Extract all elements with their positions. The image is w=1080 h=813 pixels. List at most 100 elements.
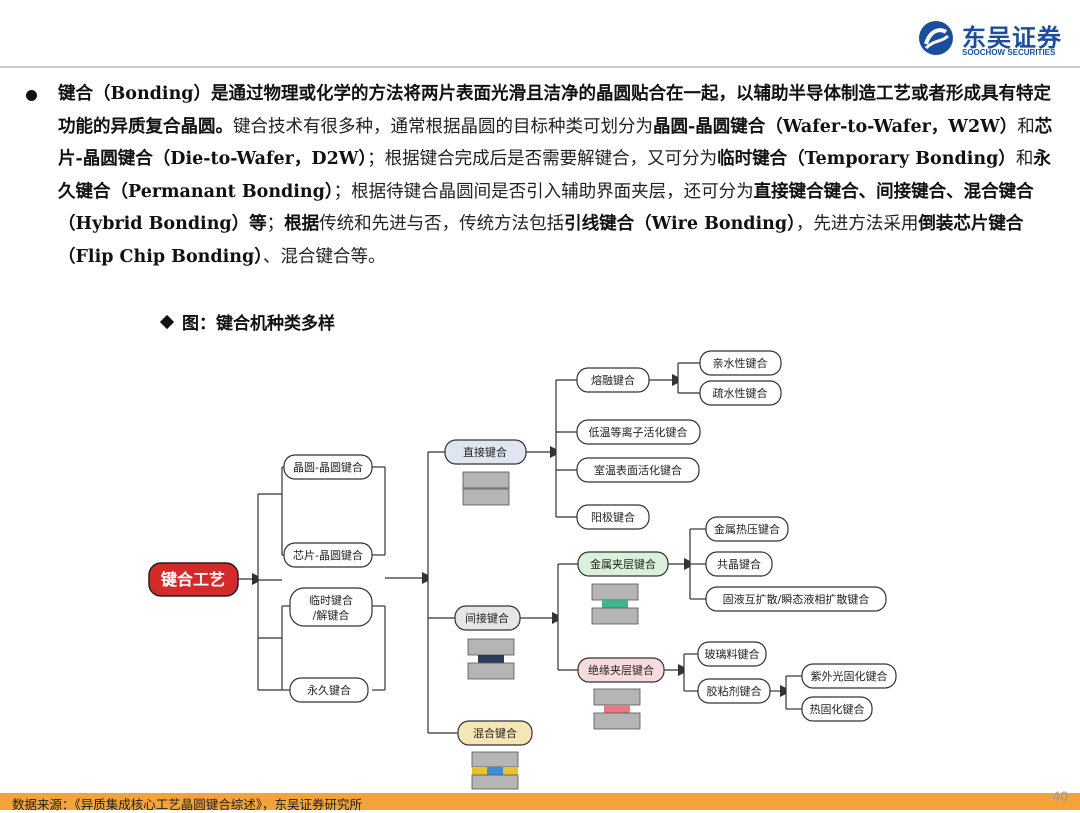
paragraph-segment: ； [266,214,285,235]
node-anodic [576,504,650,530]
arrowheads [252,374,786,697]
node-metal-layer-label: 金属夹层键合 [590,557,656,571]
paragraph-segment: ，先进方法采用 [795,214,919,235]
paragraph-segment: ；根据键合完成后是否需要解键合，又可分为 [367,149,718,170]
wafer-metal-top [591,583,639,601]
node-eutectic-label: 共晶键合 [717,557,761,571]
node-permanent [289,677,369,703]
wafer-direct-top [462,471,510,489]
wafer-insulator-bottom [593,712,641,730]
paragraph-segment: 传统和先进与否，传统方法包括 [319,214,565,235]
node-hydrophobic [699,380,782,406]
root-node-label: 键合工艺 [160,570,225,589]
layer-hybrid-yellow-right [503,767,518,775]
layer-insulator [604,705,630,713]
node-hybrid [457,720,533,746]
node-hydrophobic-label: 疏水性键合 [713,386,768,400]
node-uv-cure-label: 紫外光固化键合 [811,669,888,683]
wafer-hybrid-bottom [471,774,519,790]
bullet-icon [26,90,37,101]
fusion-children-nodes: 亲水性键合 疏水性键合 [699,350,782,406]
paragraph-segment: 键合技术有很多种，通常根据晶圆的目标种类可划分为 [233,116,653,137]
paragraph-segment: 晶圆-晶圆键合（Wafer-to-Wafer，W2W） [653,116,1018,137]
node-insulator-layer [577,657,665,683]
brand-name-cn: 东吴证券 [962,24,1062,52]
mid-column-nodes: 直接键合 间接键合 混合键合 [444,439,533,790]
node-temporary-label-1: 临时键合 [309,593,353,607]
node-plasma-label: 低温等离子活化键合 [589,425,688,439]
node-fusion-label: 熔融键合 [591,373,635,387]
layer-hybrid-yellow-left [472,767,487,775]
layer-indirect [478,655,504,663]
node-permanent-label: 永久键合 [307,683,351,697]
footer-source: 数据来源：《异质集成核心工艺晶圆键合综述》，东吴证券研究所 [12,797,363,812]
metal-children-nodes: 金属热压键合 共晶键合 固液互扩散/瞬态液相扩散键合 [705,516,887,612]
body-paragraph: 键合（Bonding）是通过物理或化学的方法将两片表面光滑且洁净的晶圆贴合在一起… [58,78,1058,274]
node-adhesive-label: 胶粘剂键合 [707,684,762,698]
node-fusion [576,367,650,393]
node-temporary-label-2: /解键合 [313,608,350,622]
node-plasma [576,419,701,445]
paragraph-segment: 永久键合（Permanant Bonding） [58,149,1051,202]
paragraph-segment: 直接键合键合、间接键合、混合键合（Hybrid Bonding）等 [58,181,1034,235]
node-direct-label: 直接键合 [463,445,507,459]
node-sab [576,457,700,483]
wafer-metal-bottom [591,607,639,625]
node-thermal-cure-label: 热固化键合 [810,702,865,716]
node-direct [444,439,527,465]
node-glass-frit-label: 玻璃料键合 [705,647,760,661]
node-indirect-label: 间接键合 [465,611,509,625]
soochow-logo-icon [919,21,953,55]
node-indirect [454,605,521,631]
brand-name-en: SOOCHOW SECURITIES [962,48,1056,57]
node-thermocompression-label: 金属热压键合 [714,522,780,536]
left-column-nodes: 晶圆-晶圆键合 芯片-晶圆键合 临时键合 /解键合 永久键合 [283,454,373,703]
paragraph-segment: 、混合键合等。 [262,246,386,267]
header-divider [0,66,1080,68]
adhesive-children-nodes: 紫外光固化键合 热固化键合 [801,663,897,722]
node-anodic-label: 阳极键合 [591,510,635,524]
paragraph-segment: 临时键合（Temporary Bonding） [717,149,1016,170]
node-slid-tlp [705,586,887,612]
root-node [148,562,239,597]
wafer-direct-bottom [462,488,510,506]
paragraph-segment: 根据 [284,214,320,235]
layer-metal [602,600,628,608]
figure-caption-text: 图：键合机种类多样 [182,314,335,334]
figure-caption: 图：键合机种类多样 [159,309,335,334]
insulator-children-nodes: 玻璃料键合 胶粘剂键合 [697,641,771,704]
node-thermocompression [705,516,789,542]
page-number: 40 [1052,788,1068,804]
node-slid-tlp-label: 固液互扩散/瞬态液相扩散键合 [723,592,870,606]
node-d2w [283,542,373,568]
node-w2w-label: 晶圆-晶圆键合 [293,460,363,474]
brand-logo: 东吴证券 SOOCHOW SECURITIES [918,14,1068,60]
direct-children-nodes: 熔融键合 低温等离子活化键合 室温表面活化键合 阳极键合 [576,367,701,530]
paragraph-segment: ；根据待键合晶圆间是否引入辅助界面夹层，还可分为 [333,181,754,202]
paragraph-segment: 倒装芯片键合（Flip Chip Bonding） [58,214,1024,267]
paragraph-segment: 引线键合（Wire Bonding） [564,214,796,235]
wafer-insulator-top [593,688,641,706]
node-w2w [283,454,373,480]
paragraph-segment: 芯片-晶圆键合（Die-to-Wafer，D2W） [58,116,1053,170]
wafer-indirect-bottom [467,662,515,680]
indirect-children-nodes: 金属夹层键合 绝缘夹层键合 [577,551,669,730]
node-uv-cure [801,663,897,689]
node-metal-layer [577,551,669,577]
node-hydrophilic-label: 亲水性键合 [713,356,768,370]
footer-bar [0,793,1080,810]
node-insulator-layer-label: 绝缘夹层键合 [588,663,654,677]
layer-hybrid-blue [487,767,503,775]
node-thermal-cure [801,696,873,722]
node-temporary [289,587,373,627]
wafer-indirect-top [467,638,515,656]
node-hybrid-label: 混合键合 [473,726,517,740]
connector-lines [238,362,802,734]
node-glass-frit [697,641,767,667]
paragraph-segment: 键合（Bonding）是通过物理或化学的方法将两片表面光滑且洁净的晶圆贴合在一起… [58,84,1052,137]
node-adhesive [697,678,771,704]
wafer-hybrid-top [471,751,519,768]
paragraph-segment: 和 [1017,116,1035,137]
node-hydrophilic [699,350,782,376]
